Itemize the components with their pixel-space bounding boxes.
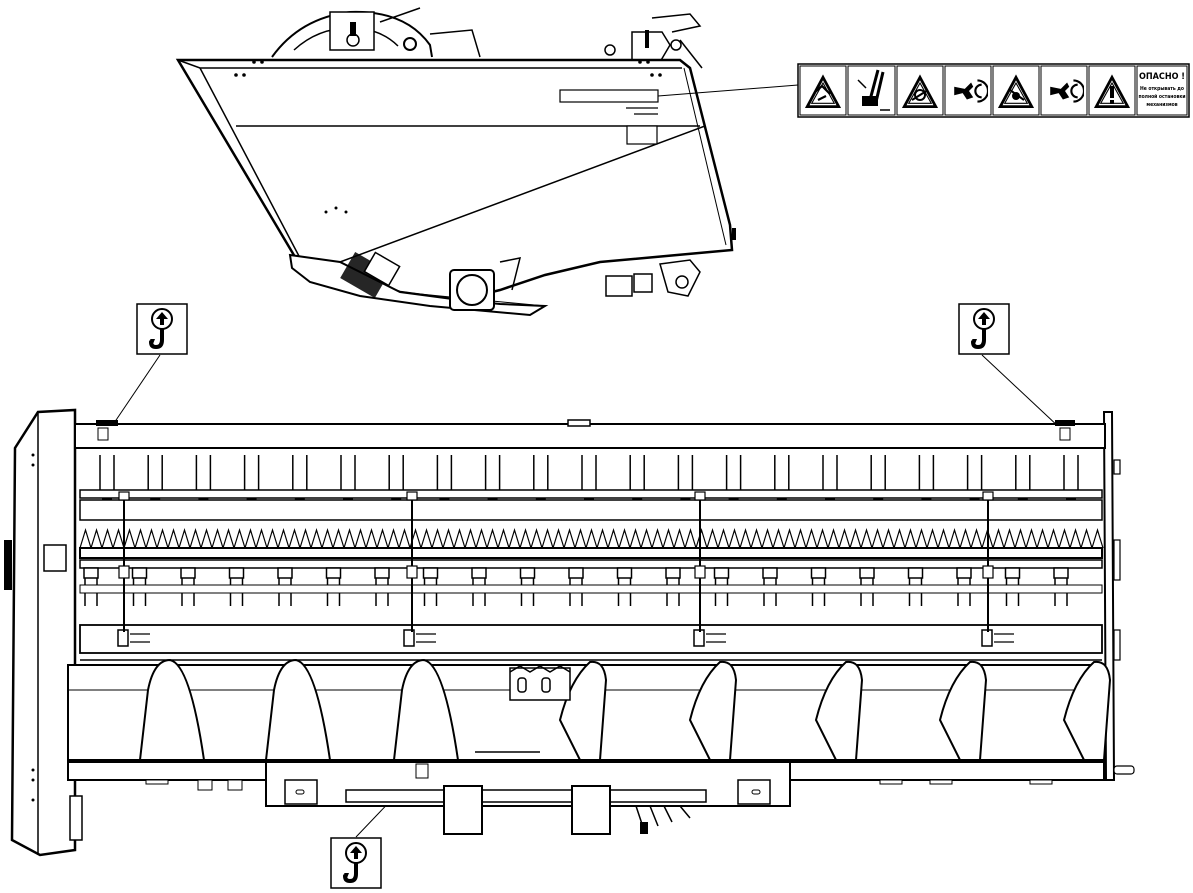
reel-arm-joint <box>982 491 994 501</box>
reel-arm-joint <box>694 491 706 501</box>
reel-arms <box>118 491 994 632</box>
tine-clamp <box>374 567 390 579</box>
tine-clamp <box>180 567 196 579</box>
front-view <box>4 408 1135 857</box>
tine-clamp <box>907 567 924 579</box>
decal-leader-line <box>657 84 799 97</box>
keep-hands-away-icon <box>1040 65 1088 116</box>
rotating-parts-hazard-icon <box>992 65 1040 116</box>
tine-clamp <box>956 567 972 579</box>
lift-point-right <box>958 303 1061 429</box>
knife-section <box>79 527 1104 551</box>
tine-clamp <box>131 567 148 579</box>
left-side-plate <box>10 408 77 857</box>
support-brackets <box>117 629 1014 647</box>
reel-arm-joint <box>406 491 418 501</box>
tine-clamp <box>713 567 730 579</box>
tine-clamp <box>1004 567 1021 579</box>
reel-arm-joint <box>694 565 706 579</box>
tine-clamp <box>228 567 245 579</box>
top-beam <box>74 423 1106 449</box>
auger-flight <box>688 660 738 761</box>
side-view <box>175 7 799 317</box>
danger-line-2: полной остановки <box>1138 93 1185 100</box>
danger-line-3: механизмов <box>1146 102 1177 108</box>
auger-flight <box>814 660 864 761</box>
lifting-hook-icon <box>136 303 188 355</box>
entanglement-hazard-icon <box>896 65 944 116</box>
cutter-bar-knives <box>79 527 1104 551</box>
tine-clamp <box>325 567 342 579</box>
tine-clamp <box>519 567 536 579</box>
warning-decal: ОПАСНО ! Не открывать до полной остановк… <box>797 63 1190 118</box>
auger-flight <box>264 658 332 761</box>
tine-clamp <box>616 567 633 579</box>
tine-clamp <box>568 567 584 579</box>
auger-flight <box>1062 660 1112 761</box>
tine-clamp <box>665 567 681 579</box>
reel-arm-joint <box>406 565 418 579</box>
tine-clamp <box>83 567 99 579</box>
tine-clamp <box>277 567 293 579</box>
auger-flight <box>938 660 988 761</box>
lift-point-left <box>107 303 188 433</box>
reel-arm-joint <box>982 565 994 579</box>
tine-clamp <box>1053 567 1069 579</box>
tine-clamp <box>859 567 875 579</box>
reel-arm-joint <box>118 565 130 579</box>
keep-hands-away-icon <box>944 65 992 116</box>
danger-title: ОПАСНО ! <box>1139 72 1185 82</box>
bracket <box>117 629 129 647</box>
general-warning-icon <box>1088 65 1136 116</box>
lifting-hook-icon <box>330 837 382 889</box>
tine-clamp <box>762 567 778 579</box>
tine-clamp <box>471 567 487 579</box>
auger-flight <box>138 658 206 761</box>
crush-hazard-icon <box>799 65 847 116</box>
reel-arm-joint <box>118 491 130 501</box>
danger-text-panel: ОПАСНО ! Не открывать до полной остановк… <box>1136 65 1188 116</box>
danger-line-1: Не открывать до <box>1140 86 1184 92</box>
bracket <box>693 629 705 647</box>
tine-clamp <box>422 567 439 579</box>
lifting-hook-icon <box>958 303 1010 355</box>
tine-clamp <box>810 567 827 579</box>
auger-flight <box>392 658 460 761</box>
bracket <box>981 629 993 647</box>
auger-flights <box>138 658 1112 761</box>
bracket <box>403 629 415 647</box>
lubrication-point-icon <box>847 65 896 116</box>
